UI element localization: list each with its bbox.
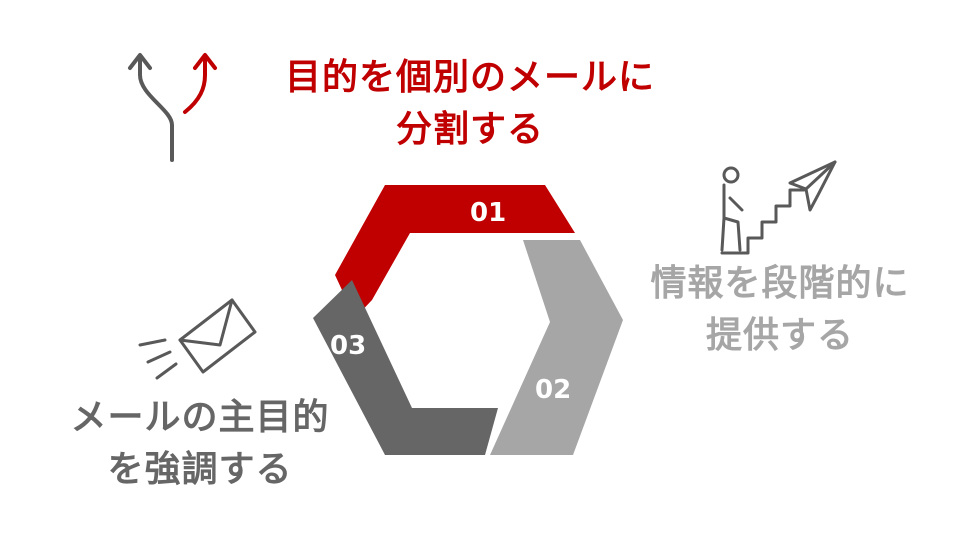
step-03-line2: を強調する (107, 449, 293, 490)
step-02-line2: 提供する (705, 315, 854, 356)
stairs-paper-plane-icon (720, 160, 837, 255)
step-03-line1: メールの主目的 (70, 397, 330, 438)
step-01-line2: 分割する (395, 109, 544, 150)
branching-arrows-icon (128, 53, 217, 162)
step-03-label: メールの主目的 を強調する (30, 392, 370, 496)
segment-number-01: 01 (470, 198, 506, 228)
step-01-line1: 目的を個別のメールに (284, 57, 655, 98)
segment-03 (313, 280, 498, 455)
segment-01 (335, 185, 575, 318)
segment-number-02: 02 (535, 375, 571, 405)
step-02-line1: 情報を段階的に (650, 263, 910, 304)
step-01-label: 目的を個別のメールに 分割する (240, 52, 700, 156)
segment-02 (490, 240, 623, 455)
flying-envelope-icon (138, 298, 257, 380)
segment-number-03: 03 (330, 331, 366, 361)
step-02-label: 情報を段階的に 提供する (600, 258, 960, 362)
